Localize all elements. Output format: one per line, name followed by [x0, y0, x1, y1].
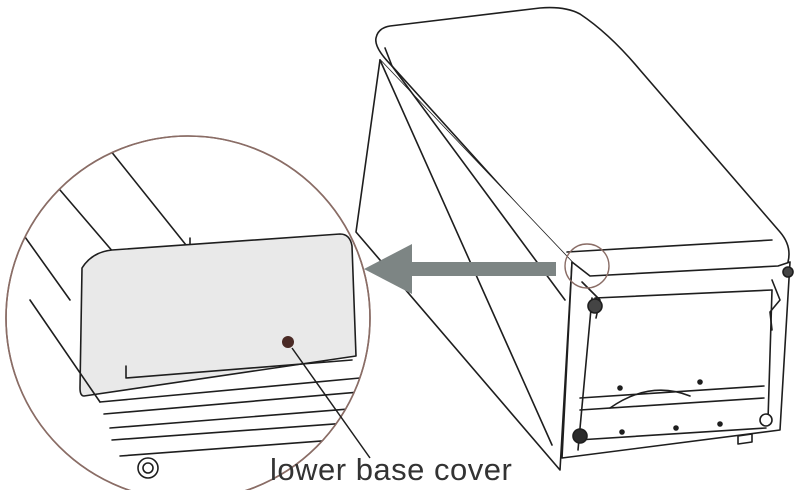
callout-dot — [282, 336, 294, 348]
front-screw-3 — [718, 422, 722, 426]
appliance-cabinet — [356, 8, 793, 470]
front-foot-left — [573, 429, 587, 443]
small-tab — [738, 434, 752, 444]
callout-label: lower base cover — [270, 452, 600, 488]
magnifier-circle — [6, 136, 370, 490]
hinge-knob — [588, 299, 602, 313]
hinge-knob-right — [783, 267, 793, 277]
front-screw-1 — [620, 430, 624, 434]
front-screw-4 — [618, 386, 622, 390]
front-screw-5 — [698, 380, 702, 384]
front-foot-right — [760, 414, 772, 426]
front-screw-2 — [674, 426, 678, 430]
